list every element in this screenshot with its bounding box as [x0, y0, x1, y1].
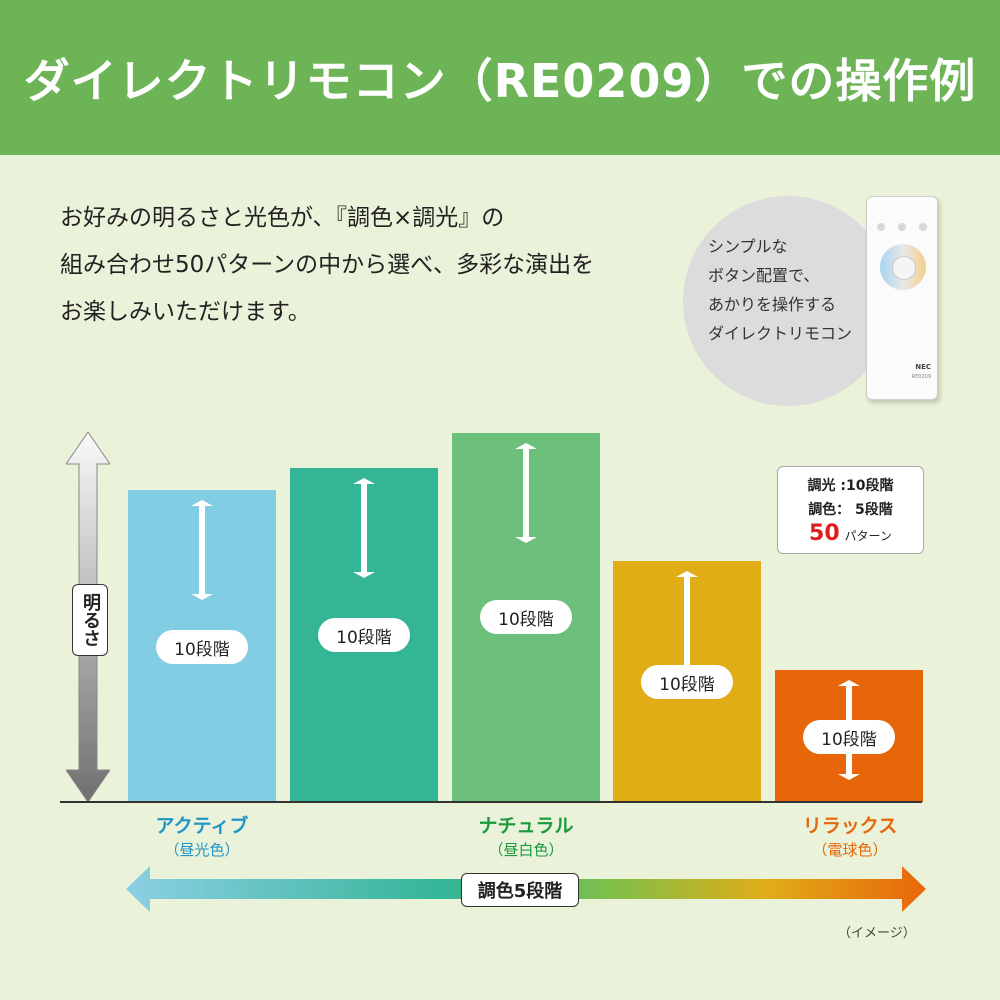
- intro-line: お好みの明るさと光色が、『調色×調光』の: [60, 205, 505, 231]
- intro-text: お好みの明るさと光色が、『調色×調光』の 組み合わせ50パターンの中から選べ、多…: [60, 195, 700, 336]
- bar-level-label: 10段階: [156, 630, 248, 664]
- baseline: [60, 801, 922, 803]
- image-note: （イメージ）: [838, 926, 916, 941]
- remote-brand: NEC: [915, 363, 931, 371]
- callout-line: あかりを操作する: [708, 295, 837, 314]
- bar-level-label: 10段階: [641, 665, 733, 699]
- pattern-summary-box: 調光 :10段階 調色： 5段階 50 パターン: [777, 466, 924, 554]
- callout-line: シンプルな: [708, 237, 788, 256]
- intro-line: お楽しみいただけます。: [60, 299, 311, 325]
- remote-button: [877, 223, 885, 231]
- bar-level-label: 10段階: [803, 720, 895, 754]
- pattern-number: 50: [809, 521, 840, 546]
- pattern-unit: パターン: [844, 529, 892, 543]
- callout-line: ボタン配置で、: [708, 266, 820, 285]
- remote-model: RE0209: [911, 374, 931, 380]
- remote-button: [898, 223, 906, 231]
- bar-natural: 10段階: [452, 433, 600, 802]
- category-active: アクティブ （昼光色）: [122, 813, 282, 861]
- bar-arrow: [191, 500, 213, 600]
- category-name: リラックス: [802, 815, 898, 837]
- callout-circle: [683, 196, 893, 406]
- callout-line: ダイレクトリモコン: [708, 324, 853, 343]
- remote-center-button: [892, 256, 916, 280]
- brightness-label: 明るさ: [72, 584, 108, 656]
- toning-levels: 調色： 5段階: [808, 502, 893, 518]
- bar-natural-relax: 10段階: [613, 561, 761, 802]
- bar-level-label: 10段階: [318, 618, 410, 652]
- category-name: アクティブ: [155, 815, 249, 837]
- bar-level-label: 10段階: [480, 600, 572, 634]
- bar-arrow: [676, 571, 698, 671]
- intro-line: 組み合わせ50パターンの中から選べ、多彩な演出を: [60, 252, 595, 278]
- bar-arrow: [353, 478, 375, 578]
- category-relax: リラックス （電球色）: [770, 813, 930, 861]
- category-natural: ナチュラル （昼白色）: [446, 813, 606, 861]
- color-tone-label: 調色5段階: [461, 873, 579, 907]
- dimming-levels: 調光 :10段階: [807, 478, 894, 494]
- bar-relax: 10段階: [775, 670, 923, 802]
- category-name: ナチュラル: [478, 815, 574, 837]
- category-sub: （電球色）: [812, 841, 888, 859]
- remote-button: [919, 223, 927, 231]
- bar-active: 10段階: [128, 490, 276, 802]
- header-banner: ダイレクトリモコン（RE0209）での操作例: [0, 0, 1000, 155]
- bar-active-natural: 10段階: [290, 468, 438, 802]
- page-title: ダイレクトリモコン（RE0209）での操作例: [23, 53, 977, 108]
- pattern-count: 50 パターン: [778, 522, 923, 548]
- category-sub: （昼光色）: [164, 841, 240, 859]
- remote-control-image: NEC RE0209: [866, 196, 938, 400]
- callout-text: シンプルな ボタン配置で、 あかりを操作する ダイレクトリモコン: [708, 232, 878, 348]
- category-sub: （昼白色）: [488, 841, 564, 859]
- bar-arrow: [515, 443, 537, 543]
